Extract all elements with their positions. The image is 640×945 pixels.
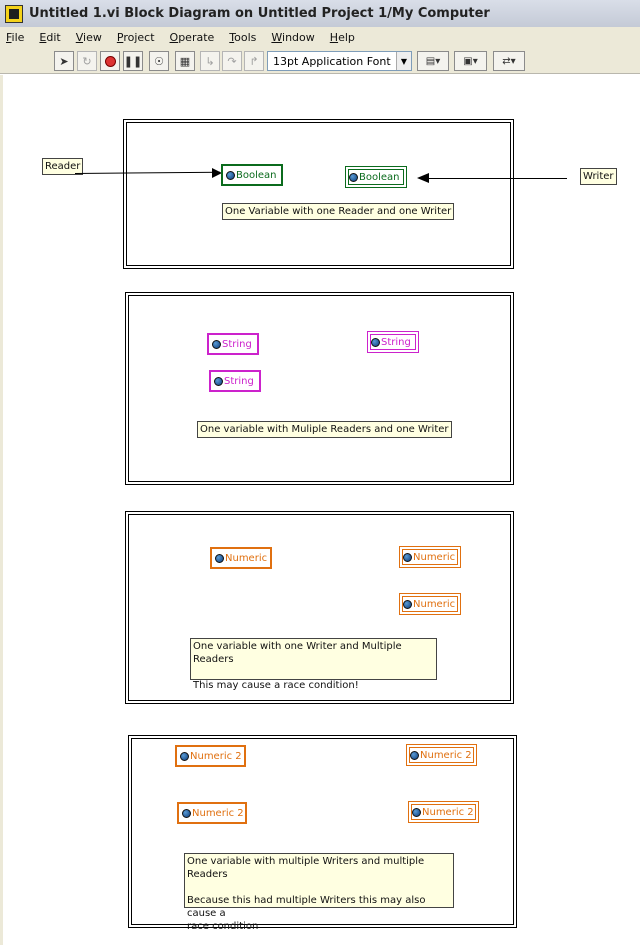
string-reader-variable-1[interactable]: String <box>367 331 419 353</box>
section-1-caption[interactable]: One Variable with one Reader and one Wri… <box>222 203 455 220</box>
menu-project[interactable]: Project <box>116 30 155 44</box>
boolean-writer-variable[interactable]: Boolean <box>345 166 407 188</box>
retain-wire-values-icon[interactable]: ▦ <box>175 51 195 71</box>
boolean-reader-variable[interactable]: Boolean <box>221 164 283 186</box>
string-writer-variable[interactable]: String <box>207 333 259 355</box>
section-1-frame[interactable] <box>123 119 514 269</box>
run-arrow-icon[interactable]: ➤ <box>54 51 74 71</box>
section-2-frame[interactable] <box>125 292 514 485</box>
menu-help[interactable]: Help <box>329 30 355 44</box>
section-3-frame[interactable] <box>125 511 514 704</box>
shared-variable-globe-icon <box>215 553 224 563</box>
step-into-icon[interactable]: ↳ <box>200 51 220 71</box>
menu-window[interactable]: Window <box>271 30 315 44</box>
numeric-writer-variable[interactable]: Numeric <box>210 547 272 569</box>
shared-variable-globe-icon <box>212 339 221 349</box>
shared-variable-globe-icon <box>403 552 412 562</box>
section-4-caption[interactable]: One variable with multiple Writers and m… <box>184 853 454 932</box>
run-continuously-icon[interactable]: ↻ <box>77 51 97 71</box>
chevron-down-icon: ▼ <box>396 52 411 70</box>
shared-variable-globe-icon <box>403 599 412 609</box>
menu-view[interactable]: View <box>75 30 102 44</box>
shared-variable-globe-icon <box>349 172 358 182</box>
shared-variable-globe-icon <box>226 170 235 180</box>
menu-file[interactable]: File <box>6 30 25 44</box>
menu-operate[interactable]: Operate <box>169 30 215 44</box>
writer-label[interactable]: Writer <box>580 168 617 185</box>
menu-tools[interactable]: Tools <box>229 30 257 44</box>
shared-variable-globe-icon <box>371 337 380 347</box>
block-diagram-canvas[interactable] <box>0 75 640 945</box>
shared-variable-globe-icon <box>410 750 419 760</box>
writer-arrow-line <box>427 178 567 179</box>
reorder-icon[interactable]: ⇄▾ <box>493 51 525 71</box>
font-select[interactable]: 13pt Application Font ▼ <box>267 51 412 71</box>
numeric2-reader-variable-1[interactable]: Numeric 2 <box>406 744 477 766</box>
shared-variable-globe-icon <box>412 807 421 817</box>
reader-arrow-head <box>212 168 222 178</box>
shared-variable-globe-icon <box>180 751 189 761</box>
labview-app-icon[interactable] <box>5 4 23 23</box>
window-title: Untitled 1.vi Block Diagram on Untitled … <box>29 6 490 21</box>
distribute-objects-icon[interactable]: ▣▾ <box>454 51 487 71</box>
numeric2-writer-variable-2[interactable]: Numeric 2 <box>177 802 247 824</box>
writer-arrow-head <box>417 173 429 183</box>
step-over-icon[interactable]: ↷ <box>222 51 242 71</box>
numeric2-reader-variable-2[interactable]: Numeric 2 <box>408 801 479 823</box>
section-2-caption[interactable]: One variable with Muliple Readers and on… <box>197 421 452 438</box>
highlight-execution-icon[interactable]: ☉ <box>149 51 169 71</box>
pause-icon[interactable]: ❚❚ <box>123 51 143 71</box>
shared-variable-globe-icon <box>182 808 191 818</box>
numeric2-writer-variable-1[interactable]: Numeric 2 <box>175 745 246 767</box>
toolbar: ➤ ↻ ❚❚ ☉ ▦ ↳ ↷ ↱ 13pt Application Font ▼… <box>0 47 640 74</box>
reader-label[interactable]: Reader <box>42 158 84 175</box>
title-bar: Untitled 1.vi Block Diagram on Untitled … <box>0 0 640 27</box>
font-select-value: 13pt Application Font <box>273 54 391 68</box>
string-reader-variable-2[interactable]: String <box>209 370 261 392</box>
numeric-reader-variable-2[interactable]: Numeric <box>399 593 461 615</box>
numeric-reader-variable-1[interactable]: Numeric <box>399 546 461 568</box>
shared-variable-globe-icon <box>214 376 223 386</box>
section-4-frame[interactable] <box>128 735 517 928</box>
section-3-caption[interactable]: One variable with one Writer and Multipl… <box>190 638 437 691</box>
menu-edit[interactable]: Edit <box>39 30 61 44</box>
abort-icon[interactable] <box>100 51 120 71</box>
menu-bar: File Edit View Project Operate Tools Win… <box>0 27 640 47</box>
step-out-icon[interactable]: ↱ <box>244 51 264 71</box>
align-objects-icon[interactable]: ▤▾ <box>417 51 449 71</box>
